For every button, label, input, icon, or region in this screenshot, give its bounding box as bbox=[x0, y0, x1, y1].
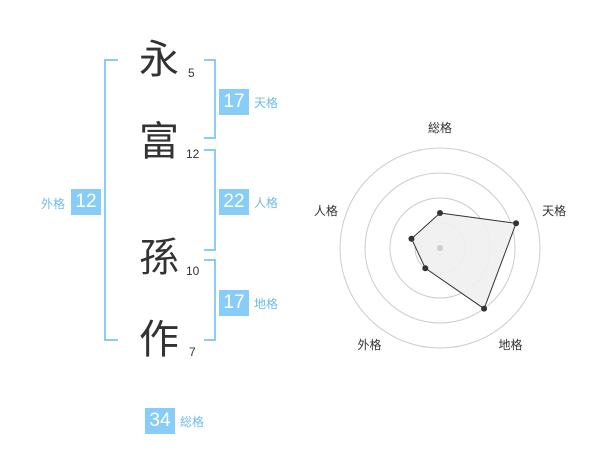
radar-point-4 bbox=[408, 235, 415, 242]
chikaku-bracket bbox=[204, 259, 216, 341]
gaikaku-label: 外格 bbox=[41, 197, 66, 211]
stroke-count-3: 10 bbox=[186, 264, 200, 278]
stroke-count-1: 5 bbox=[188, 66, 195, 80]
radar-ring-4 bbox=[339, 147, 541, 349]
radar-axis-label-0: 総格 bbox=[428, 120, 452, 135]
soukaku-value: 34 bbox=[145, 408, 175, 434]
radar-point-3 bbox=[422, 265, 429, 272]
radar-axis-label-1: 天格 bbox=[542, 203, 566, 218]
radar-axis-label-3: 外格 bbox=[357, 337, 381, 352]
radar-center-dot bbox=[437, 245, 443, 251]
name-char-3: 孫 bbox=[139, 235, 179, 281]
radar-ring-3 bbox=[364, 172, 516, 324]
radar-point-2 bbox=[481, 305, 488, 312]
chikaku-label: 地格 bbox=[254, 297, 279, 311]
gaikaku-value: 12 bbox=[71, 189, 101, 215]
soukaku-label: 総格 bbox=[180, 415, 205, 429]
stroke-count-4: 7 bbox=[189, 345, 196, 359]
chikaku-value: 17 bbox=[219, 290, 249, 316]
stroke-count-2: 12 bbox=[186, 147, 200, 161]
name-char-4: 作 bbox=[139, 317, 179, 363]
radar-points bbox=[408, 210, 520, 312]
radar-point-1 bbox=[513, 220, 520, 227]
radar-point-0 bbox=[437, 210, 443, 216]
name-char-2: 富 bbox=[139, 119, 179, 165]
jinkaku-bracket bbox=[204, 149, 216, 251]
tenkaku-value: 17 bbox=[219, 89, 249, 115]
gaikaku-bracket bbox=[104, 59, 118, 341]
radar-series-polygon bbox=[410, 212, 517, 310]
jinkaku-label: 人格 bbox=[254, 196, 279, 210]
tenkaku-label: 天格 bbox=[254, 96, 279, 110]
radar-axis-label-2: 地格 bbox=[498, 337, 522, 352]
tenkaku-bracket bbox=[204, 59, 216, 139]
jinkaku-value: 22 bbox=[219, 189, 249, 215]
name-char-1: 永 bbox=[139, 37, 179, 83]
radar-axis-label-4: 人格 bbox=[314, 203, 338, 218]
